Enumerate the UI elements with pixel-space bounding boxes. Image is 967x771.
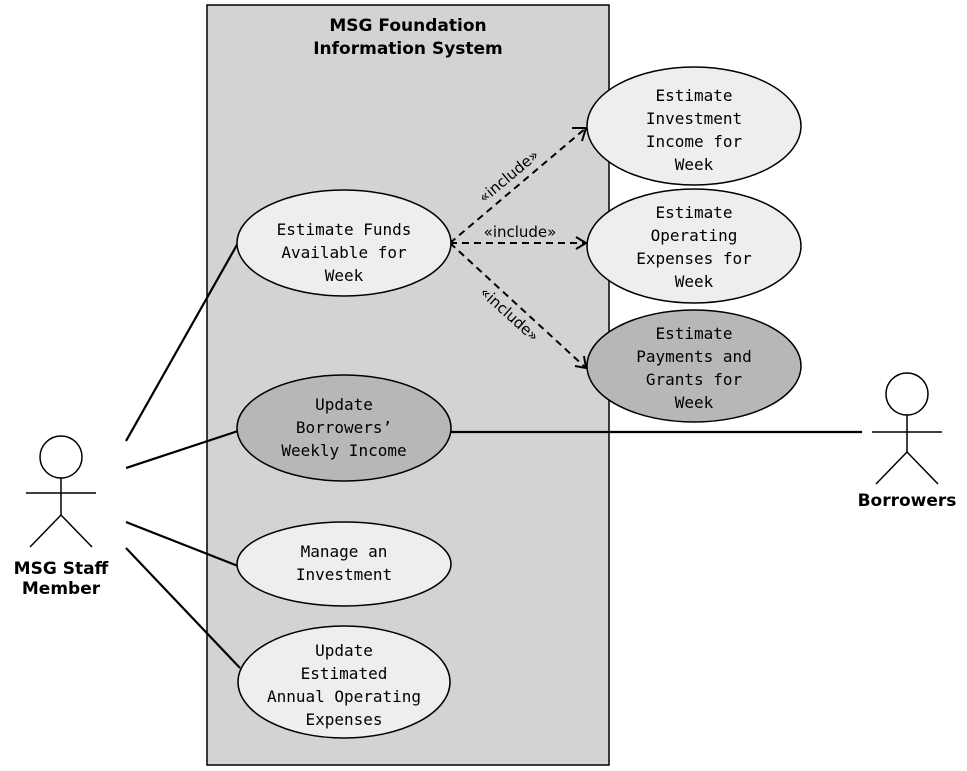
use-case-label-line: Operating	[651, 226, 738, 245]
association-staff-manage-investment	[125, 520, 239, 568]
use-case-label-line: Grants for	[646, 370, 743, 389]
use-case-update-borrowers-income: Update Borrowers’ Weekly Income	[236, 374, 452, 482]
stick-figure-icon	[872, 372, 942, 485]
include-payments-grants	[449, 242, 588, 370]
include-operating-expenses	[450, 236, 588, 250]
use-case-label-line: Borrowers’	[296, 418, 392, 437]
use-case-label-line: Income for	[646, 132, 743, 151]
use-case-label-line: Week	[675, 155, 714, 174]
use-case-estimate-funds: Estimate Funds Available for Week	[236, 189, 452, 297]
use-case-estimate-investment-income: Estimate Investment Income for Week	[586, 66, 802, 186]
use-case-label-line: Week	[675, 272, 714, 291]
association-staff-update-annual-expenses	[125, 547, 241, 669]
use-case-manage-investment: Manage an Investment	[236, 521, 452, 607]
use-case-update-annual-expenses: Update Estimated Annual Operating Expens…	[237, 625, 451, 739]
use-case-estimate-operating-expenses: Estimate Operating Expenses for Week	[586, 188, 802, 304]
use-case-label-line: Estimated	[301, 664, 388, 683]
include-investment-income	[449, 127, 588, 244]
system-title-line-2: Information System	[313, 39, 503, 59]
association-staff-estimate-funds	[125, 242, 239, 442]
actor-label-line: Borrowers	[858, 491, 957, 511]
use-case-label-line: Expenses	[305, 710, 382, 729]
use-case-label-line: Expenses for	[636, 249, 752, 268]
use-case-label-line: Estimate	[655, 324, 732, 343]
use-case-label-line: Estimate Funds	[277, 220, 412, 239]
use-case-estimate-payments-grants: Estimate Payments and Grants for Week	[586, 309, 802, 423]
use-case-label-line: Investment	[296, 565, 392, 584]
use-case-label-line: Week	[325, 266, 364, 285]
use-case-label-line: Investment	[646, 109, 742, 128]
use-case-label-line: Update	[315, 395, 373, 414]
include-label-operating-expenses: «include»	[484, 223, 557, 241]
actor-label-line: Member	[22, 579, 101, 599]
use-case-label-line: Available for	[281, 243, 407, 262]
use-case-label-line: Week	[675, 393, 714, 412]
use-case-label-line: Annual Operating	[267, 687, 421, 706]
use-case-label-line: Payments and	[636, 347, 752, 366]
association-staff-update-borrowers-income	[125, 429, 239, 470]
actor-msg-staff-member: MSG Staff Member	[14, 435, 109, 599]
use-case-label-line: Manage an	[301, 542, 388, 561]
use-case-label-line: Update	[315, 641, 373, 660]
actor-label-line: MSG Staff	[14, 559, 109, 579]
stick-figure-icon	[26, 435, 96, 548]
use-case-label-line: Weekly Income	[281, 441, 406, 460]
actor-borrowers: Borrowers	[858, 372, 957, 511]
system-title-line-1: MSG Foundation	[329, 16, 486, 36]
use-case-label-line: Estimate	[655, 86, 732, 105]
use-case-label-line: Estimate	[655, 203, 732, 222]
